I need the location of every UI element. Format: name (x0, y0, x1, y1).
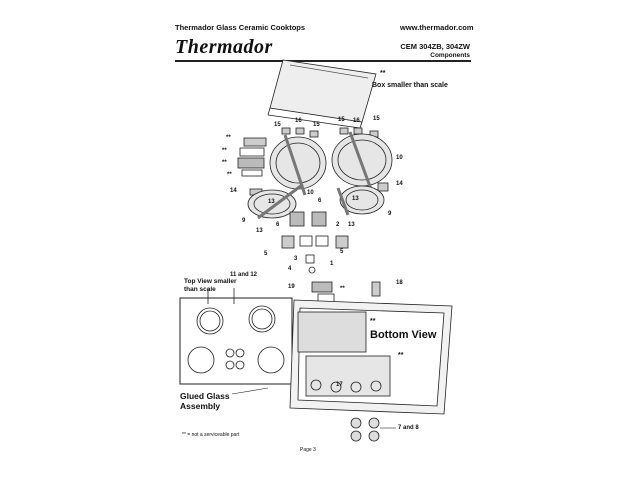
part-label: ** (226, 135, 231, 141)
part-label: 10 (307, 190, 314, 196)
part-label: 5 (340, 249, 344, 255)
right-marker: ** (398, 352, 404, 359)
part-label: 13 (256, 228, 263, 234)
part-label: 4 (288, 266, 292, 272)
part-label: 9 (388, 211, 392, 217)
glued-glass-label: Glued Glass Assembly (180, 391, 230, 411)
part-label: 18 (396, 280, 403, 286)
part-label: 6 (318, 198, 322, 204)
part-label: 3 (294, 256, 298, 262)
part-label: 5 (264, 251, 268, 257)
burner-upper-right (331, 133, 393, 187)
burner-upper-left (269, 136, 327, 190)
part-label: 1 (330, 261, 334, 267)
part-label: ** (340, 286, 345, 292)
page-number: Page 3 (300, 447, 316, 453)
part-label: 19 (288, 284, 295, 290)
part-label: 15 (274, 122, 281, 128)
bottom-marker: ** (370, 318, 376, 325)
footnote: ** = not a serviceable part (182, 432, 240, 438)
part-label: 10 (396, 155, 403, 161)
part-label: ** (222, 160, 227, 166)
top-view-label: Top View smaller than scale (184, 278, 237, 293)
part-label: 9 (242, 218, 246, 224)
knobs-label: 7 and 8 (398, 425, 419, 431)
part-label: 15 (338, 117, 345, 123)
brand-logo: Thermador (175, 36, 273, 58)
top-view-parts-label: 11 and 12 (230, 272, 258, 278)
part-label: 2 (336, 222, 340, 228)
box-note: Box smaller than scale (372, 82, 448, 89)
box-marker: ** (380, 70, 386, 77)
top-view-panel (179, 297, 293, 385)
section-title: Components (430, 52, 470, 59)
part-label: 14 (396, 181, 403, 187)
header-rule (175, 60, 471, 62)
part-label: 17 (336, 382, 343, 388)
part-label: ** (222, 148, 227, 154)
part-label: 16 (295, 118, 302, 124)
part-label: 13 (268, 199, 275, 205)
bottom-view-label: Bottom View (370, 329, 437, 341)
model-number: CEM 304ZB, 304ZW (400, 42, 470, 51)
box-cover (269, 59, 377, 123)
part-label: 14 (230, 188, 237, 194)
part-label: 13 (348, 222, 355, 228)
part-label: 13 (352, 196, 359, 202)
part-label: 15 (373, 116, 380, 122)
part-label: 16 (353, 118, 360, 124)
website-url[interactable]: www.thermador.com (400, 23, 474, 32)
document-title: Thermador Glass Ceramic Cooktops (175, 23, 306, 32)
part-label: 6 (276, 222, 280, 228)
part-label: 15 (313, 122, 320, 128)
part-label: ** (227, 172, 232, 178)
